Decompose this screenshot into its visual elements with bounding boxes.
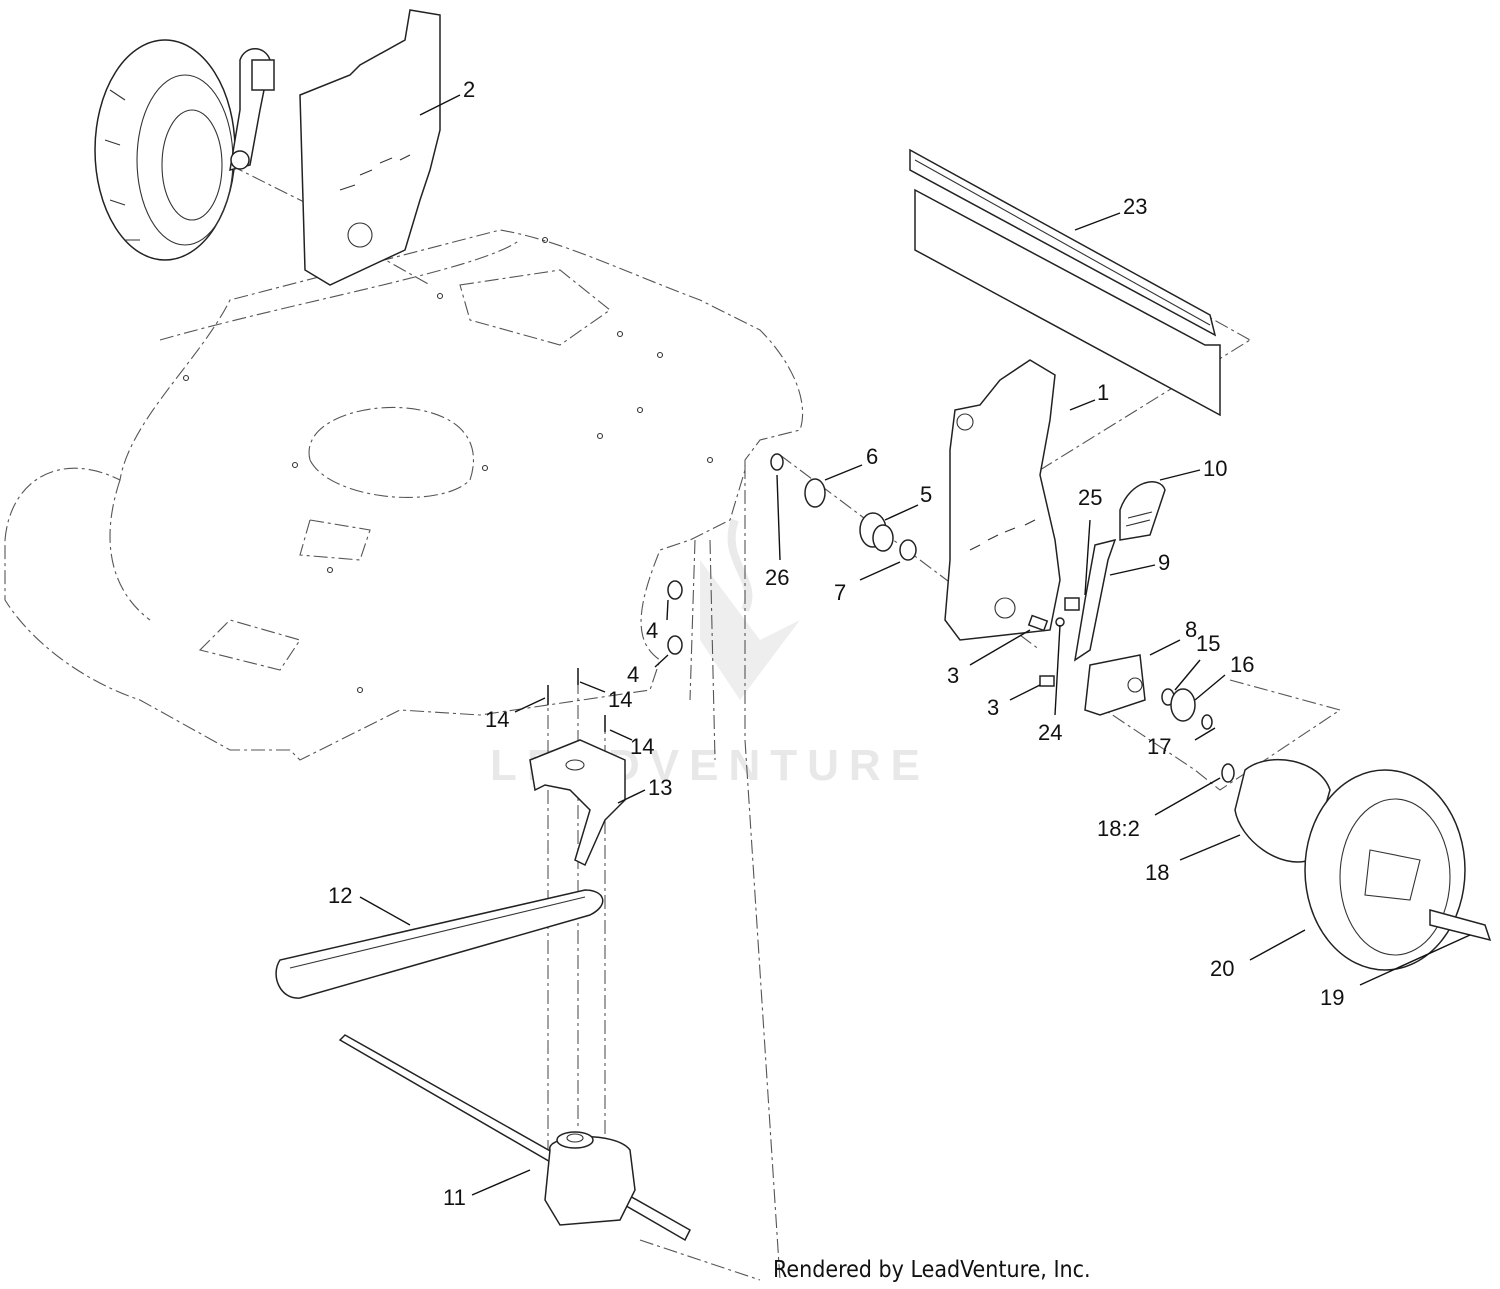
- callout-4: 4: [627, 662, 639, 687]
- mower-deck: [4, 229, 804, 1281]
- callout-2: 2: [463, 77, 475, 102]
- callout-9: 9: [1158, 550, 1170, 575]
- part-8-bracket: [1084, 654, 1213, 730]
- axle-parts: [770, 453, 917, 561]
- callout-14: 14: [485, 707, 509, 732]
- callout-19: 19: [1320, 985, 1344, 1010]
- callout-3: 3: [947, 663, 959, 688]
- part-12-belt: [275, 889, 604, 999]
- part-9-10-lever: [1073, 481, 1166, 662]
- right-wheel-assembly: [1221, 758, 1492, 971]
- part-11-transmission: [338, 1034, 691, 1242]
- callout-16: 16: [1230, 652, 1254, 677]
- callout-12: 12: [328, 883, 352, 908]
- callout-13: 13: [648, 775, 672, 800]
- callout-18-2: 18:2: [1097, 816, 1140, 841]
- bolts: [1027, 597, 1080, 687]
- callout-6: 6: [866, 444, 878, 469]
- callout-11: 11: [443, 1185, 466, 1210]
- callout-1: 1: [1097, 380, 1109, 405]
- callout-14: 14: [608, 687, 632, 712]
- part-1-side-plate: [944, 359, 1061, 641]
- callout-labels: 1 2 3 3 4 4 5 6 7 8 9 10 11 12 13 14 14 …: [328, 77, 1344, 1210]
- screws-14: [547, 668, 606, 732]
- left-wheel-assembly: [94, 39, 275, 261]
- callout-7: 7: [834, 580, 846, 605]
- callout-23: 23: [1123, 194, 1147, 219]
- callout-8: 8: [1185, 617, 1197, 642]
- callout-24: 24: [1038, 720, 1062, 745]
- part-13-bracket: [529, 739, 626, 867]
- deck-holes: [182, 236, 714, 694]
- callout-4: 4: [646, 618, 658, 643]
- callout-3: 3: [987, 695, 999, 720]
- credit-text: Rendered by LeadVenture, Inc.: [773, 1257, 1091, 1283]
- callout-20: 20: [1210, 956, 1234, 981]
- leader-lines: [359, 94, 1471, 1196]
- callout-26: 26: [765, 565, 789, 590]
- callout-17: 17: [1147, 734, 1171, 759]
- callout-18: 18: [1145, 860, 1169, 885]
- callout-10: 10: [1203, 456, 1227, 481]
- callout-5: 5: [920, 482, 932, 507]
- part-23-flap: [909, 148, 1221, 417]
- nuts-4: [667, 580, 683, 655]
- callout-15: 15: [1196, 631, 1220, 656]
- part-2-side-plate: [299, 9, 441, 286]
- callout-14: 14: [630, 734, 654, 759]
- callout-25: 25: [1078, 485, 1102, 510]
